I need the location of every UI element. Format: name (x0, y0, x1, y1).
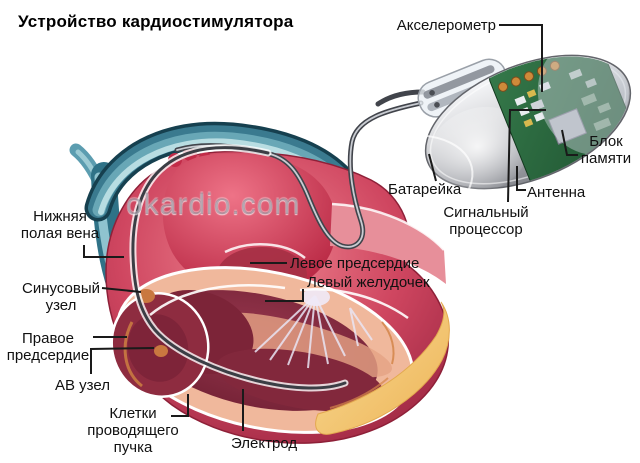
pointer-battery (428, 153, 437, 182)
pacemaker-device (417, 33, 639, 199)
pointer-signal-processor (507, 109, 546, 203)
pointer-antenna (516, 166, 526, 191)
label-accelerometer: Акселерометр (396, 17, 496, 34)
label-bundle-cells: Клетки проводящего пучка (87, 405, 179, 456)
pointer-lines (83, 24, 578, 431)
label-memory-block: Блок памяти (580, 133, 632, 167)
label-sinus-node: Синусовый узел (22, 280, 100, 314)
pointer-av-node (90, 347, 155, 374)
electrode-wire (129, 144, 349, 392)
label-right-atrium: Правое предсердие (6, 330, 90, 364)
label-electrode: Электрод (231, 435, 298, 452)
pointer-bundle-cells (171, 394, 189, 417)
ghost-components (581, 93, 612, 132)
chips (514, 68, 597, 128)
battery-region (428, 106, 530, 194)
chordae-strands (254, 295, 373, 369)
pointer-inferior-vena-cava (83, 245, 124, 258)
label-inferior-vena-cava: Нижняя полая вена (20, 208, 100, 242)
label-left-ventricle: Левый желудочек (307, 274, 430, 291)
pointer-memory-block (561, 129, 578, 156)
pointer-sinus-node (101, 287, 142, 293)
label-av-node: АВ узел (55, 377, 110, 394)
label-signal-processor: Сигнальный процессор (443, 204, 529, 238)
memory-chip (548, 108, 587, 145)
page-title: Устройство кардиостимулятора (18, 12, 294, 31)
translucent-cover (537, 41, 637, 155)
pointer-left-ventricle (265, 289, 304, 302)
label-battery: Батарейка (388, 181, 462, 198)
coil-contacts (497, 60, 560, 92)
label-antenna: Антенна (527, 184, 586, 201)
label-left-atrium: Левое предсердие (290, 255, 420, 272)
pointer-accelerometer (499, 24, 543, 92)
av-node-spot (154, 345, 168, 357)
watermark: okardio.com (126, 188, 301, 221)
